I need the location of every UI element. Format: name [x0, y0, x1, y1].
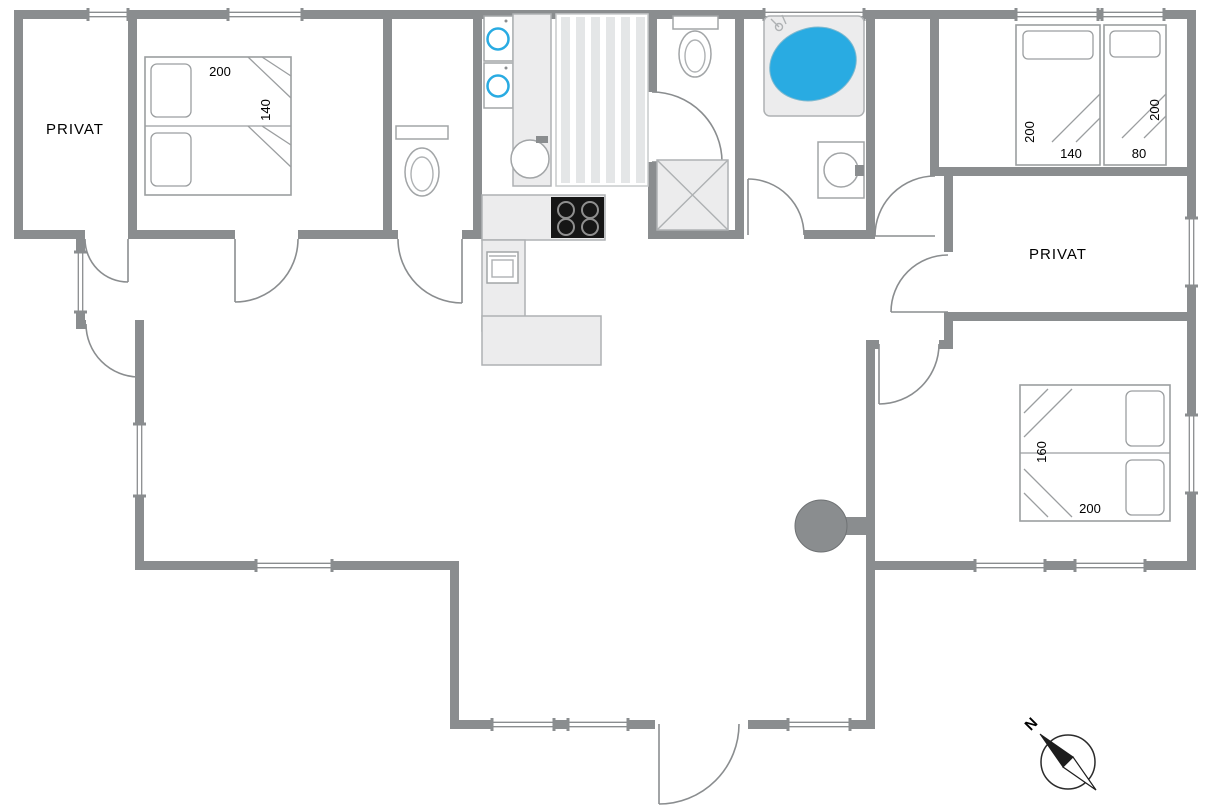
window [74, 250, 87, 314]
wall-segment [930, 10, 939, 176]
window [1185, 216, 1198, 288]
pillow-icon [150, 132, 192, 187]
labels: PRIVAT PRIVAT 200 140 200 140 200 80 160… [46, 64, 1162, 516]
pillow-icon [150, 63, 192, 118]
cooktop-icon [551, 197, 604, 238]
pillow-icon [1109, 30, 1161, 58]
wall-segment [14, 10, 23, 239]
bed-width-label: 160 [1034, 441, 1049, 463]
window [1100, 8, 1166, 21]
door-arc [84, 238, 129, 283]
bed-length-label: 200 [209, 64, 231, 79]
window [973, 559, 1047, 572]
wall-segment [383, 10, 392, 239]
wood-stove-icon [794, 499, 867, 553]
wall-segment [944, 176, 953, 252]
wall-segment [137, 230, 235, 239]
wall-segment [76, 320, 86, 329]
bed-width-label: 80 [1132, 146, 1146, 161]
door-arc [890, 254, 949, 313]
compass-icon: N [1022, 715, 1097, 791]
wall-segment [953, 312, 1196, 321]
bed-bottom-right-double [1019, 384, 1171, 522]
bed-length-label: 200 [1079, 501, 1101, 516]
wardrobe-icon [555, 13, 649, 187]
pillow-icon [1125, 459, 1165, 516]
bed-top-right-b [1103, 24, 1167, 166]
doors [84, 91, 949, 805]
pillow-icon [1022, 30, 1094, 60]
bed-width-label: 140 [258, 99, 273, 121]
wall-segment [473, 10, 482, 239]
wall-segment [804, 230, 875, 239]
door-arc [85, 323, 140, 378]
door-arc [874, 175, 936, 237]
bed-top-left-double [144, 56, 292, 196]
wall-segment [648, 230, 744, 239]
wall-segment [866, 10, 875, 239]
bed-top-right-a [1015, 24, 1101, 166]
window [1073, 559, 1147, 572]
window [786, 718, 852, 731]
window [86, 8, 130, 21]
wall-segment [648, 162, 657, 239]
pillow-icon [1125, 390, 1165, 447]
wall-segment [939, 167, 1196, 176]
bed-length-label: 200 [1147, 99, 1162, 121]
wall-segment [939, 340, 953, 349]
wall-segment [944, 312, 953, 349]
wall-segment [1187, 10, 1196, 570]
kitchen-sink-icon [510, 136, 550, 179]
door-arc [747, 178, 805, 236]
wall-segment [462, 230, 482, 239]
bed-width-label: 140 [1060, 146, 1082, 161]
window [254, 559, 334, 572]
wall-segment [866, 340, 875, 729]
door-arc [397, 238, 463, 304]
dryer-icon [483, 62, 514, 109]
windows [74, 8, 1198, 731]
shower-icon [656, 159, 729, 231]
door-arc [651, 91, 723, 163]
washer-icon [483, 15, 514, 62]
door-arc [658, 723, 740, 805]
bathtub-icon [763, 14, 865, 117]
window [1185, 413, 1198, 495]
wall-segment [450, 561, 459, 729]
toilet-icon [672, 15, 719, 78]
room-label-privat-left: PRIVAT [46, 121, 104, 138]
window [490, 718, 556, 731]
wall-segment [648, 10, 657, 92]
oven-icon [486, 251, 519, 284]
washbasin-icon [817, 141, 865, 199]
room-label-privat-right: PRIVAT [1029, 246, 1087, 263]
window [1014, 8, 1100, 21]
compass-north-label: N [1022, 715, 1042, 735]
window [226, 8, 304, 21]
window [566, 718, 630, 731]
wall-segment [383, 230, 398, 239]
bed-length-label: 200 [1022, 121, 1037, 143]
wall-segment [298, 230, 383, 239]
door-arc [234, 238, 299, 303]
wall-segment [128, 10, 137, 239]
wall-segment [14, 230, 85, 239]
door-arc [878, 343, 940, 405]
wall-segment [735, 10, 744, 239]
window [133, 422, 146, 498]
toilet-icon [395, 125, 449, 197]
